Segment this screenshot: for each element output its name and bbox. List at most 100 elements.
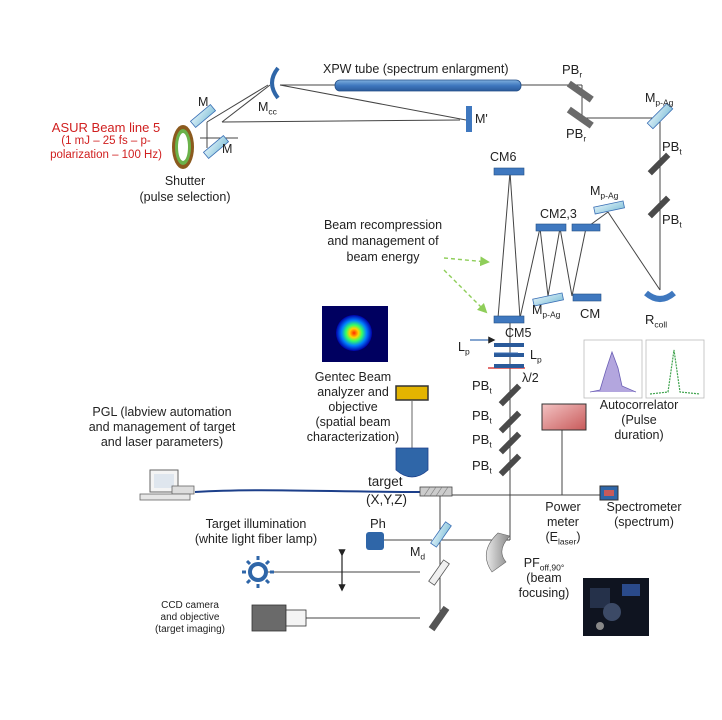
mirror-m2-icon <box>202 135 230 159</box>
illumination-label-1: Target illumination <box>205 517 307 531</box>
mpag-top-label: Mp-Ag <box>645 91 674 108</box>
cm-mirror-icon <box>572 293 602 302</box>
parabolic-mirror-icon <box>485 532 511 573</box>
photodiode-label: Ph <box>370 516 386 531</box>
ccd-label-3: (target imaging) <box>154 624 226 635</box>
cm6-mirror-icon <box>493 167 525 176</box>
computer-icon <box>139 469 195 501</box>
pbt-3-label: PBt <box>472 378 492 396</box>
cm3-mirror-icon <box>571 223 601 232</box>
lp1-label: Lp <box>458 340 470 357</box>
gentec-label-2: analyzer and <box>317 385 389 399</box>
pbr-2-label: PBr <box>566 126 587 144</box>
target-label: target <box>368 474 403 489</box>
autocorrelator-label-3: duration) <box>614 428 664 442</box>
mirror-mpag-bottom-icon <box>532 292 564 307</box>
power-meter-label-2: meter <box>547 515 579 529</box>
shutter-sublabel: (pulse selection) <box>139 190 231 204</box>
rcoll-label: Rcoll <box>645 312 668 330</box>
power-meter-label-3: (Elaser) <box>545 530 581 547</box>
gentec-label-1: Gentec Beam <box>314 370 392 384</box>
lamp-icon <box>242 556 274 588</box>
cm-label: CM <box>580 306 601 321</box>
pbr-plate-2-icon <box>566 106 594 129</box>
mirror-m1-icon <box>189 104 217 128</box>
ccd-label-2: and objective <box>160 612 220 623</box>
autocorrelator-label-2: (Pulse <box>621 413 657 427</box>
pbr-plate-1-icon <box>566 80 594 103</box>
gentec-label-4: (spatial beam <box>315 415 391 429</box>
mirror-mprime-icon <box>466 106 472 132</box>
pbt-2-label: PBt <box>662 212 682 230</box>
target-xyz-label: (X,Y,Z) <box>366 492 408 507</box>
beamline-title: ASUR Beam line 5 <box>51 120 161 135</box>
beamline-spec-2: polarization – 100 Hz) <box>50 149 162 161</box>
pf-label-3: focusing) <box>518 586 570 600</box>
cm5-mirror-icon <box>493 315 525 324</box>
power-meter-icon <box>541 403 587 431</box>
half-wave-plate-icon <box>494 364 524 368</box>
half-wave-label: λ/2 <box>522 371 539 385</box>
recompression-label-3: beam energy <box>346 250 420 264</box>
spectrometer-label-2: (spectrum) <box>614 515 674 529</box>
ccd-mirror-icon <box>428 605 450 632</box>
beam-paths <box>200 84 661 620</box>
mirror-m2-label: M <box>222 142 233 156</box>
cm2-mirror-icon <box>535 223 567 232</box>
pbt-plate-6-icon <box>498 453 522 477</box>
pgl-label-3: and laser parameters) <box>100 435 224 449</box>
autocorrelator-traces <box>583 339 705 399</box>
mirror-mprime-label: M' <box>475 112 488 126</box>
setup-photo <box>583 578 649 636</box>
pf-label-2: (beam <box>526 571 562 585</box>
mpag-mid-label: Mp-Ag <box>590 184 619 201</box>
xpw-tube-icon <box>334 79 522 92</box>
pbt-4-label: PBt <box>472 408 492 426</box>
illumination-label-2: (white light fiber lamp) <box>194 532 318 546</box>
pbt-6-label: PBt <box>472 458 492 476</box>
power-meter-label: Power <box>545 500 581 514</box>
recompression-label-2: and management of <box>327 234 439 248</box>
cm5-label: CM5 <box>505 326 532 340</box>
pgl-label-1: PGL (labview automation <box>92 405 232 419</box>
pbt-5-label: PBt <box>472 432 492 450</box>
pbt-plate-1-icon <box>647 152 671 176</box>
mirror-mcc-icon <box>270 66 280 100</box>
ccd-camera-icon <box>251 604 307 632</box>
lp2-label: Lp <box>530 348 542 365</box>
ccd-label-1: CCD camera <box>161 600 219 611</box>
pbt-plate-3-icon <box>498 383 522 407</box>
mpag-bottom-label: Mp-Ag <box>532 303 561 320</box>
mirror-md-icon <box>430 521 452 548</box>
spectrometer-label-1: Spectrometer <box>606 500 682 514</box>
pgl-label-2: and management of target <box>88 420 236 434</box>
cm23-label: CM2,3 <box>540 207 577 221</box>
autocorrelator-label-1: Autocorrelator <box>599 398 679 412</box>
pf-label: PFoff,90° <box>523 556 565 573</box>
beamline-spec-1: (1 mJ – 25 fs – p- <box>61 135 151 147</box>
shutter-icon <box>172 125 194 169</box>
pbt-plate-5-icon <box>498 431 522 455</box>
objective-icon <box>395 447 429 478</box>
beam-splitter-icon <box>428 559 450 586</box>
mirror-mcc-label: Mcc <box>258 100 277 117</box>
mirror-m1-label: M <box>198 95 209 109</box>
pbt-1-label: PBt <box>662 139 682 157</box>
xpw-tube-label: XPW tube (spectrum enlargment) <box>323 62 509 76</box>
mirror-md-label: Md <box>410 545 426 562</box>
pbr-1-label: PBr <box>562 62 583 80</box>
pbt-plate-4-icon <box>498 410 522 434</box>
pbt-plate-2-icon <box>647 195 671 219</box>
cm6-label: CM6 <box>490 150 517 164</box>
lens-lp2-icon <box>494 353 524 357</box>
mirror-mpag-mid-icon <box>593 200 625 215</box>
shutter-label: Shutter <box>164 174 206 188</box>
mirror-mpag-top-icon <box>646 102 674 130</box>
gentec-label-3: objective <box>328 400 378 414</box>
recompression-label-1: Beam recompression <box>323 218 443 232</box>
photodiode-icon <box>366 532 384 550</box>
fiber-cable <box>194 489 421 493</box>
lens-lp1-icon <box>494 343 524 347</box>
mirror-rcoll-icon <box>644 290 676 302</box>
